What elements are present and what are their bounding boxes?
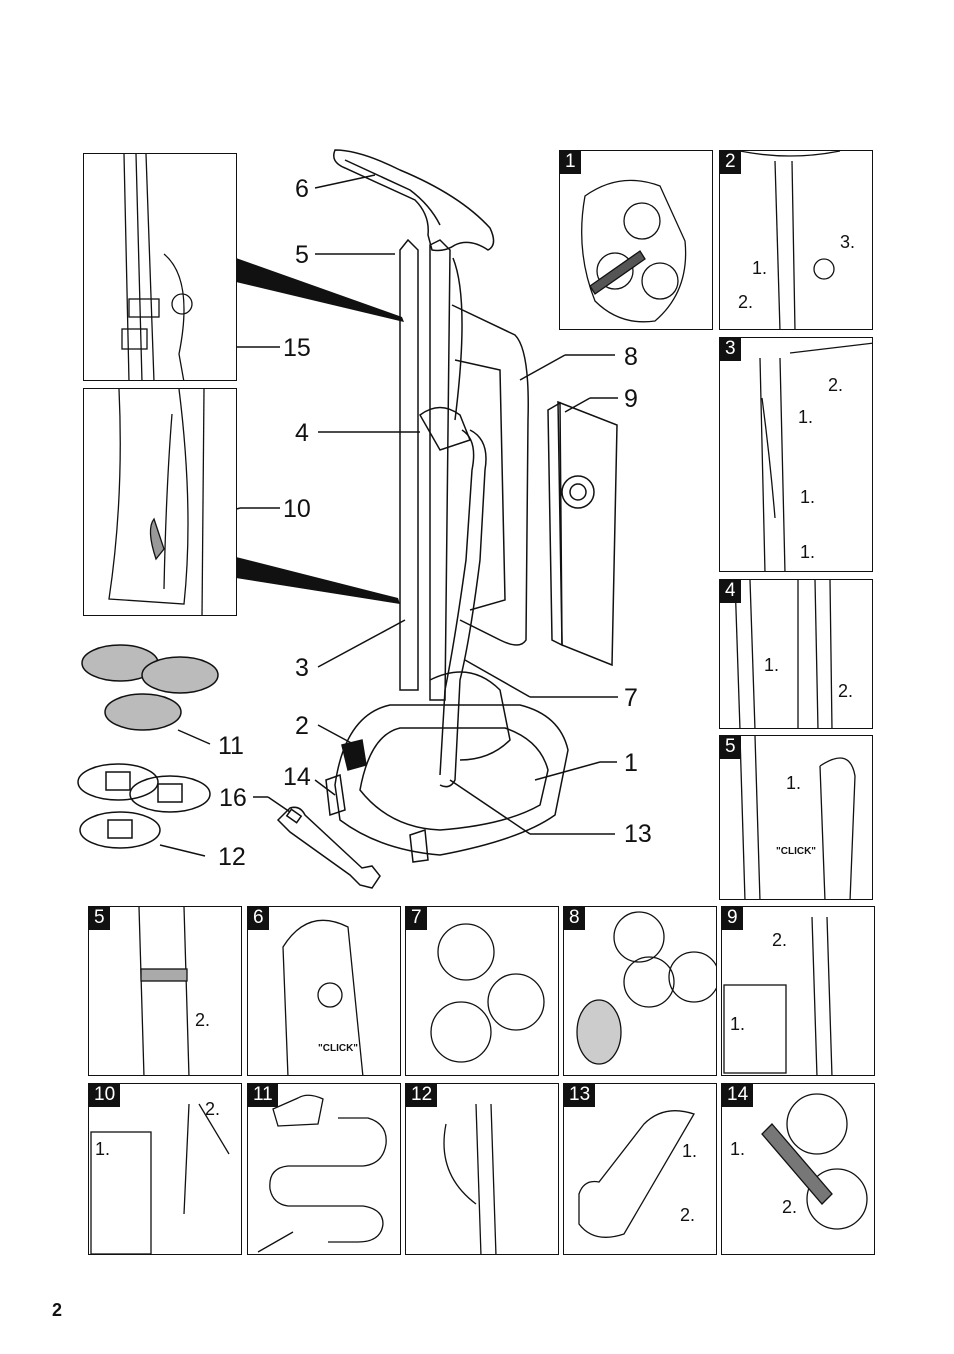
panel-number: 7 (406, 907, 427, 930)
panel-number: 3 (720, 338, 741, 361)
panel-11: 11 (247, 1083, 401, 1255)
panel-1: 1 (559, 150, 713, 330)
panel-5b: 5 2. (88, 906, 242, 1076)
panel-2: 2 1. 2. 3. (719, 150, 873, 330)
step-label: 1. (800, 487, 816, 507)
step-label: 2. (738, 292, 754, 312)
callout-4: 4 (295, 419, 309, 447)
step-label: 2. (195, 1010, 211, 1030)
page-number: 2 (52, 1300, 63, 1320)
panel-7: 7 (405, 906, 559, 1076)
panel-number: 8 (564, 907, 585, 930)
panel-number: 12 (406, 1084, 438, 1107)
panel-number: 10 (89, 1084, 121, 1107)
callout-16: 16 (219, 784, 247, 812)
callout-7: 7 (624, 684, 638, 712)
panel-number: 14 (722, 1084, 754, 1107)
panel-number: 5 (89, 907, 110, 930)
panel-4: 4 1. 2. (719, 579, 873, 729)
step-label: 1. (730, 1139, 746, 1159)
panel-number: 13 (564, 1084, 596, 1107)
panel-5a: 5 1. "CLICK" (719, 735, 873, 900)
callout-1: 1 (624, 749, 638, 777)
step-label: 1. (800, 542, 816, 562)
panel-6: 6 "CLICK" (247, 906, 401, 1076)
panel-number: 2 (720, 151, 741, 174)
panel-10: 10 2. 1. (88, 1083, 242, 1255)
callout-9: 9 (624, 385, 638, 413)
step-label: 1. (682, 1141, 698, 1161)
step-label: 1. (786, 773, 802, 793)
callout-10: 10 (283, 495, 311, 523)
step-label: 2. (680, 1205, 696, 1225)
callout-3: 3 (295, 654, 309, 682)
step-label: 1. (764, 655, 780, 675)
callout-2: 2 (295, 712, 309, 740)
step-label: 2. (782, 1197, 798, 1217)
panel-9: 9 2. 1. (721, 906, 875, 1076)
callout-13: 13 (624, 820, 652, 848)
panel-number: 11 (248, 1084, 278, 1107)
callout-11: 11 (218, 732, 244, 760)
callout-12: 12 (218, 843, 246, 871)
step-label: 1. (752, 258, 768, 278)
panel-13: 13 1. 2. (563, 1083, 717, 1255)
step-label: 1. (798, 407, 814, 427)
callout-14: 14 (283, 763, 311, 791)
panel-14: 14 1. 2. (721, 1083, 875, 1255)
callout-15: 15 (283, 334, 311, 362)
inset-bag-zipper (83, 388, 237, 616)
panel-number: 9 (722, 907, 743, 930)
click-label: "CLICK" (776, 846, 817, 857)
click-label: "CLICK" (318, 1043, 359, 1054)
step-label: 2. (772, 930, 788, 950)
step-label: 2. (205, 1099, 221, 1119)
step-label: 3. (840, 232, 856, 252)
panel-12: 12 (405, 1083, 559, 1255)
panel-number: 1 (560, 151, 581, 174)
step-label: 1. (730, 1014, 746, 1034)
callout-6: 6 (295, 175, 309, 203)
inset-handle-detail (83, 153, 237, 381)
callout-5: 5 (295, 241, 309, 269)
panel-3: 3 2. 1. 1. 1. (719, 337, 873, 572)
step-label: 1. (95, 1139, 111, 1159)
callout-8: 8 (624, 343, 638, 371)
panel-8: 8 (563, 906, 717, 1076)
step-label: 2. (828, 375, 844, 395)
panel-number: 5 (720, 736, 741, 759)
panel-number: 6 (248, 907, 269, 930)
step-label: 2. (838, 681, 854, 701)
